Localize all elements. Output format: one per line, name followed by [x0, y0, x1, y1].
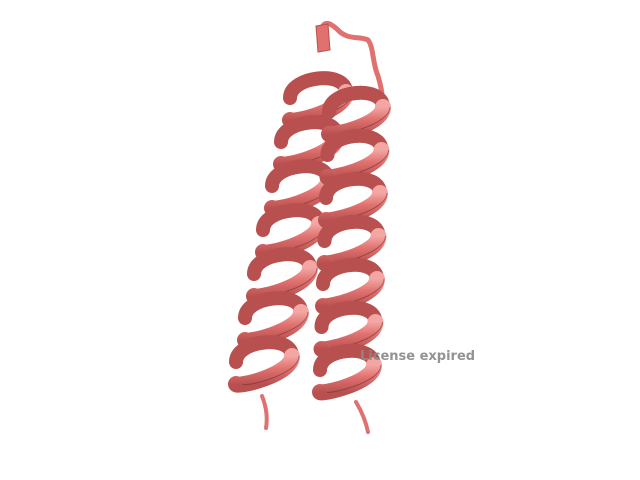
helix-right-turn-front: [316, 228, 387, 272]
helix-right-turn-edge: [326, 364, 382, 393]
license-watermark: License expired: [360, 349, 476, 364]
helix-right-turn-front: [318, 185, 388, 229]
helix-right-turn-front: [315, 271, 385, 315]
tail-left: [260, 394, 269, 430]
helix-left-turn-edge: [242, 355, 300, 386]
helix-right-turn-front: [319, 142, 390, 186]
helix-right-turn-front: [313, 314, 384, 358]
helix-right-turn-front: [321, 99, 391, 143]
loop-top: [319, 20, 385, 111]
helix-right: [312, 85, 391, 401]
helix-right-turn-front: [312, 357, 382, 401]
helix-left-turn-front: [228, 348, 300, 393]
tail-right: [354, 400, 370, 434]
loop-top-edge: [315, 23, 331, 53]
